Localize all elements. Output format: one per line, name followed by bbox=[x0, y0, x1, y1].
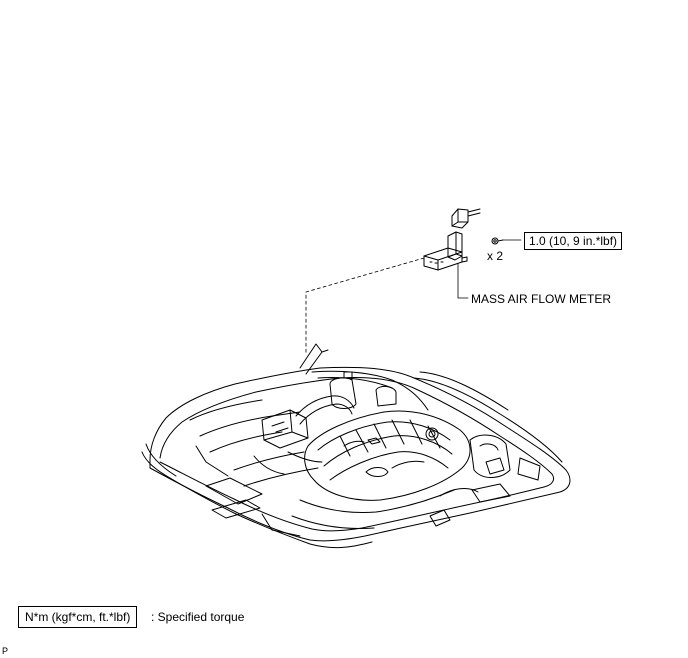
vehicle-engine-compartment bbox=[141, 343, 571, 549]
connector-illustration bbox=[451, 208, 481, 229]
corner-mark: P bbox=[2, 646, 9, 656]
torque-value-box: 1.0 (10, 9 in.*lbf) bbox=[524, 232, 623, 250]
legend-unit-box: N*m (kgf*cm, ft.*lbf) bbox=[18, 606, 138, 628]
bolt-icon bbox=[491, 237, 522, 245]
part-label: MASS AIR FLOW METER bbox=[471, 292, 612, 306]
bolt-quantity: x 2 bbox=[487, 249, 504, 263]
mass-air-flow-meter-illustration bbox=[423, 231, 468, 271]
legend-description: : Specified torque bbox=[151, 610, 245, 624]
